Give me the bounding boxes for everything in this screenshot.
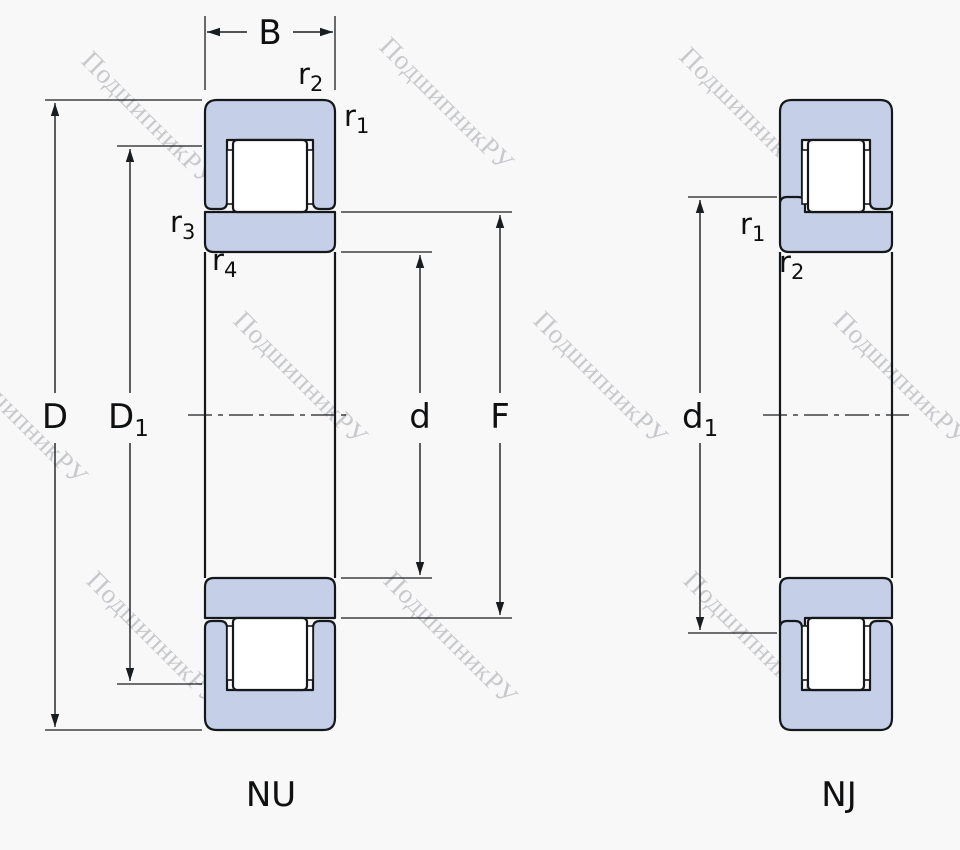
nj-roller-top (806, 138, 866, 214)
dimension-d1: d1 (682, 196, 777, 634)
radius-label-nj-r2: r2 (779, 245, 804, 284)
watermark-text: ПодшипникРУ (378, 565, 524, 711)
nu-roller-top (231, 138, 309, 214)
dimension-F-label: F (490, 397, 510, 437)
watermark-text: ПодшипникРУ (76, 45, 222, 191)
dimension-d-label: d (409, 397, 431, 437)
nu-bearing-section (188, 98, 352, 732)
dimension-D-label: D (42, 397, 68, 437)
dimension-d: d (341, 251, 432, 579)
nj-bearing-section (763, 98, 909, 732)
nj-inner-ring-top (778, 195, 894, 254)
nj-caption: NJ (821, 775, 856, 815)
nj-roller-bottom (806, 616, 866, 692)
nu-outer-ring-top (203, 98, 337, 211)
dimension-D1: D1 (108, 145, 202, 685)
nu-roller-bottom (231, 616, 309, 692)
radius-label-r1: r1 (344, 99, 369, 138)
watermark-text: ПодшипникРУ (528, 305, 674, 451)
radius-label-r4: r4 (212, 243, 237, 282)
dimension-D: D (42, 99, 202, 731)
dimension-B: B (204, 13, 336, 90)
nu-outer-ring-bottom (203, 619, 337, 732)
watermark-text: ПодшипникРУ (828, 305, 960, 451)
dimension-d1-label: d1 (682, 397, 718, 442)
radius-label-r2: r2 (298, 57, 323, 96)
dimension-B-label: B (258, 13, 281, 53)
nu-inner-ring-bottom (203, 576, 337, 620)
dimension-D1-label: D1 (108, 397, 149, 442)
watermark-text: ПодшипникРУ (374, 31, 520, 177)
radius-label-nj-r1: r1 (740, 207, 765, 246)
nj-outer-ring-bottom (778, 619, 894, 732)
nu-inner-ring-top (203, 210, 337, 254)
radius-label-r3: r3 (170, 205, 195, 244)
dimension-F: F (341, 211, 512, 619)
nu-caption: NU (246, 775, 296, 815)
watermark-text: ПодшипникРУ (228, 305, 374, 451)
